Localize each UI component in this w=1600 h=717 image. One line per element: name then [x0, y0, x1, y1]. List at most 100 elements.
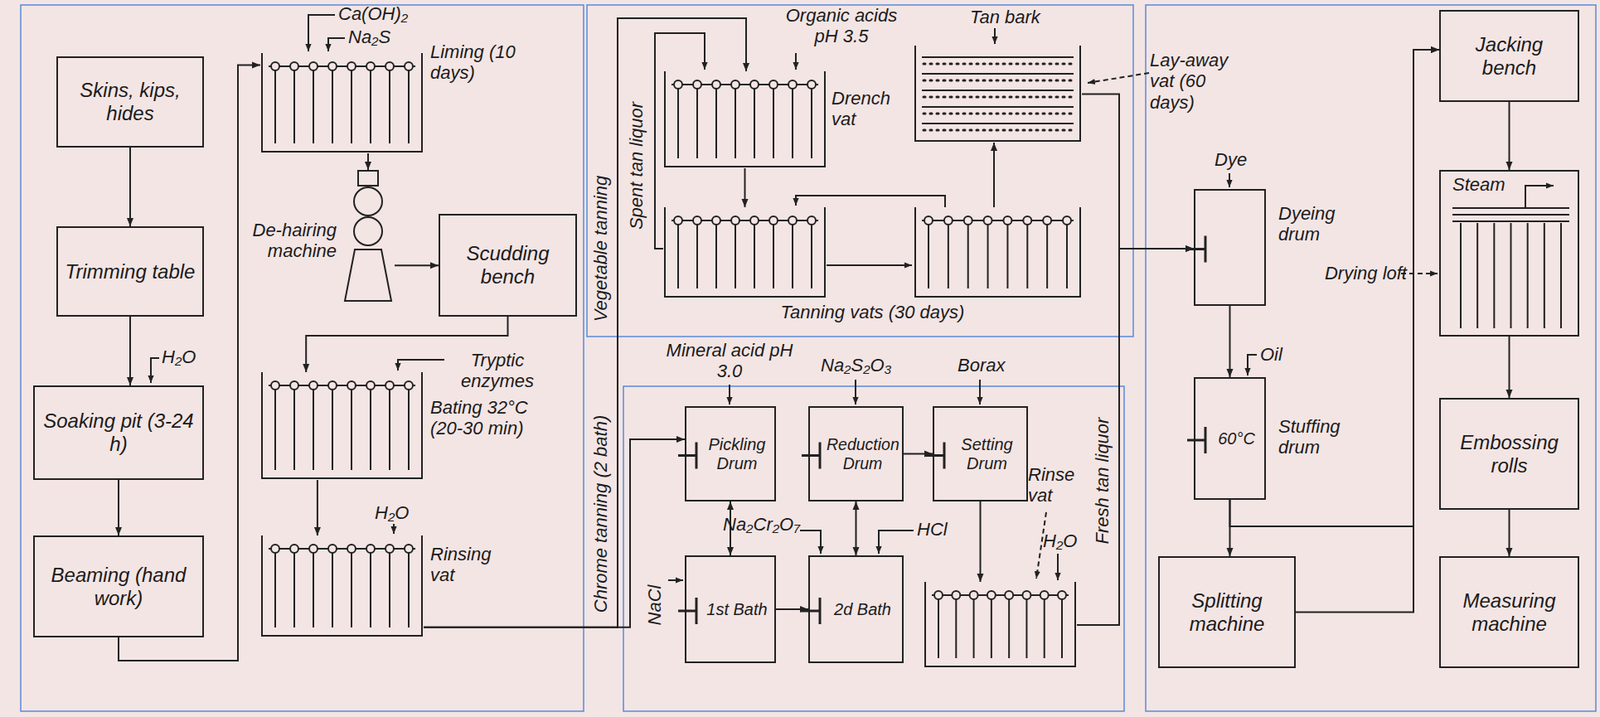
vertical-label: NaCl: [644, 585, 665, 626]
hanging-hide: [990, 599, 993, 659]
vertical-label: Vegetable tanning: [590, 175, 611, 323]
hide-layer: [921, 56, 1074, 59]
hide-hook: [309, 62, 318, 71]
region-frames: [20, 4, 1596, 712]
hanging-hide: [987, 224, 990, 289]
feed-line: [854, 379, 857, 405]
hide-hook: [366, 381, 375, 390]
vat-wall: [664, 71, 825, 167]
flow-arrow: [1508, 101, 1511, 170]
hanging-hide: [1025, 599, 1028, 659]
hide-hook: [347, 381, 356, 390]
process-box: Embossing rolls: [1439, 397, 1580, 510]
hide-hook: [385, 62, 394, 71]
hanging-hide: [1066, 224, 1068, 289]
machine-drawing: [341, 169, 395, 303]
handle-shaft: [926, 454, 945, 457]
chemical-label: Na₂Cr₂O₇: [722, 513, 800, 535]
hanging-hide: [772, 224, 775, 289]
hanging-hide: [407, 70, 410, 144]
hide-hook: [987, 591, 996, 600]
hide-layer: [921, 89, 1074, 92]
vat-outline: [915, 207, 1081, 297]
vat-wall: [261, 53, 422, 152]
chemical-label: Ca(OH)₂: [338, 3, 408, 25]
hanging-hide: [331, 552, 334, 628]
vessel-label: Tanning vats (30 days): [746, 301, 999, 323]
hide-hook: [951, 591, 960, 600]
handle-shaft: [801, 454, 820, 457]
machine-base: [344, 249, 392, 301]
hanging-hide: [1543, 223, 1546, 329]
hanging-hide: [369, 389, 372, 471]
hanging-hide: [312, 70, 315, 144]
hide-hook: [712, 216, 721, 225]
hide-hook: [750, 80, 759, 89]
tanning-vats: Tanning vats (30 days): [663, 207, 1082, 299]
vat-outline: [925, 581, 1076, 667]
hanging-hide: [810, 224, 813, 289]
dehairing-machine: De-hairing machine: [341, 169, 395, 303]
hanging-hide: [677, 88, 679, 159]
hanging-hide: [1026, 224, 1028, 289]
hanging-hide: [1046, 224, 1048, 289]
process-box: Beaming (hand work): [33, 535, 204, 638]
drum: Pickling Drum: [684, 406, 776, 502]
hanging-hide: [677, 224, 679, 289]
flow-arrow: [129, 316, 131, 386]
feed-line: [878, 530, 914, 554]
hide-hook: [1022, 591, 1031, 600]
box-text: Trimming table: [64, 260, 196, 284]
handle-shaft: [1187, 439, 1206, 442]
hanging-hide: [1476, 223, 1479, 329]
hanging-hide: [734, 224, 737, 289]
chemical-label: Na₂S: [348, 26, 391, 48]
vertical-label: Chrome tanning (2 bath): [590, 415, 611, 613]
hide-hook: [1042, 216, 1052, 225]
hide-hook: [924, 216, 933, 225]
hide-hook: [1062, 216, 1072, 225]
feed-line: [728, 384, 731, 405]
hide-hook: [309, 544, 318, 553]
hide-hook: [328, 381, 337, 390]
hide-layer: [921, 106, 1074, 108]
machine-roll: [353, 217, 383, 246]
feed-line: [979, 379, 981, 405]
hide-hook: [807, 80, 816, 89]
drum: Dyeing drum: [1193, 189, 1266, 306]
machine-hopper: [358, 170, 379, 186]
hide-hook: [1057, 591, 1067, 600]
hanging-hide: [967, 224, 970, 289]
drum: Reduction Drum: [808, 406, 904, 502]
hanging-hide: [331, 70, 334, 144]
hide-hook: [807, 216, 816, 225]
hide-hook: [984, 216, 993, 225]
hanging-hide: [350, 552, 353, 628]
flow-arrow: [1508, 509, 1511, 557]
hanging-hide: [369, 552, 372, 628]
drum: 60°CStuffing drum: [1193, 377, 1266, 500]
flow-arrow: [1508, 336, 1511, 398]
region-frame: [1145, 4, 1596, 712]
hanging-hide: [369, 70, 372, 144]
bark-layer: [923, 63, 1072, 66]
vat-drawing: [260, 372, 424, 480]
drum-handle: [801, 597, 820, 625]
flow-arrow: [117, 480, 120, 536]
chemical-label: Mineral acid pH 3.0: [663, 339, 796, 383]
hide-hook: [712, 80, 721, 89]
hide-hook: [934, 591, 943, 600]
drying-loft: Drying loft: [1439, 169, 1580, 337]
hide-hook: [404, 381, 413, 390]
vessel-label: Rinse vat: [1027, 464, 1090, 507]
vat-outline: [664, 207, 825, 297]
process-box: Skins, kips, hides: [56, 56, 204, 148]
process-box: Soaking pit (3-24 h): [33, 385, 204, 480]
flow-arrow: [993, 142, 995, 208]
hanging-hide: [1493, 223, 1495, 329]
drum: 1st Bath: [684, 555, 776, 664]
hide-hook: [1040, 591, 1049, 600]
leader-line: [1087, 72, 1150, 83]
chemical-label: Dye: [1214, 149, 1247, 170]
hanging-hide: [1061, 599, 1063, 659]
